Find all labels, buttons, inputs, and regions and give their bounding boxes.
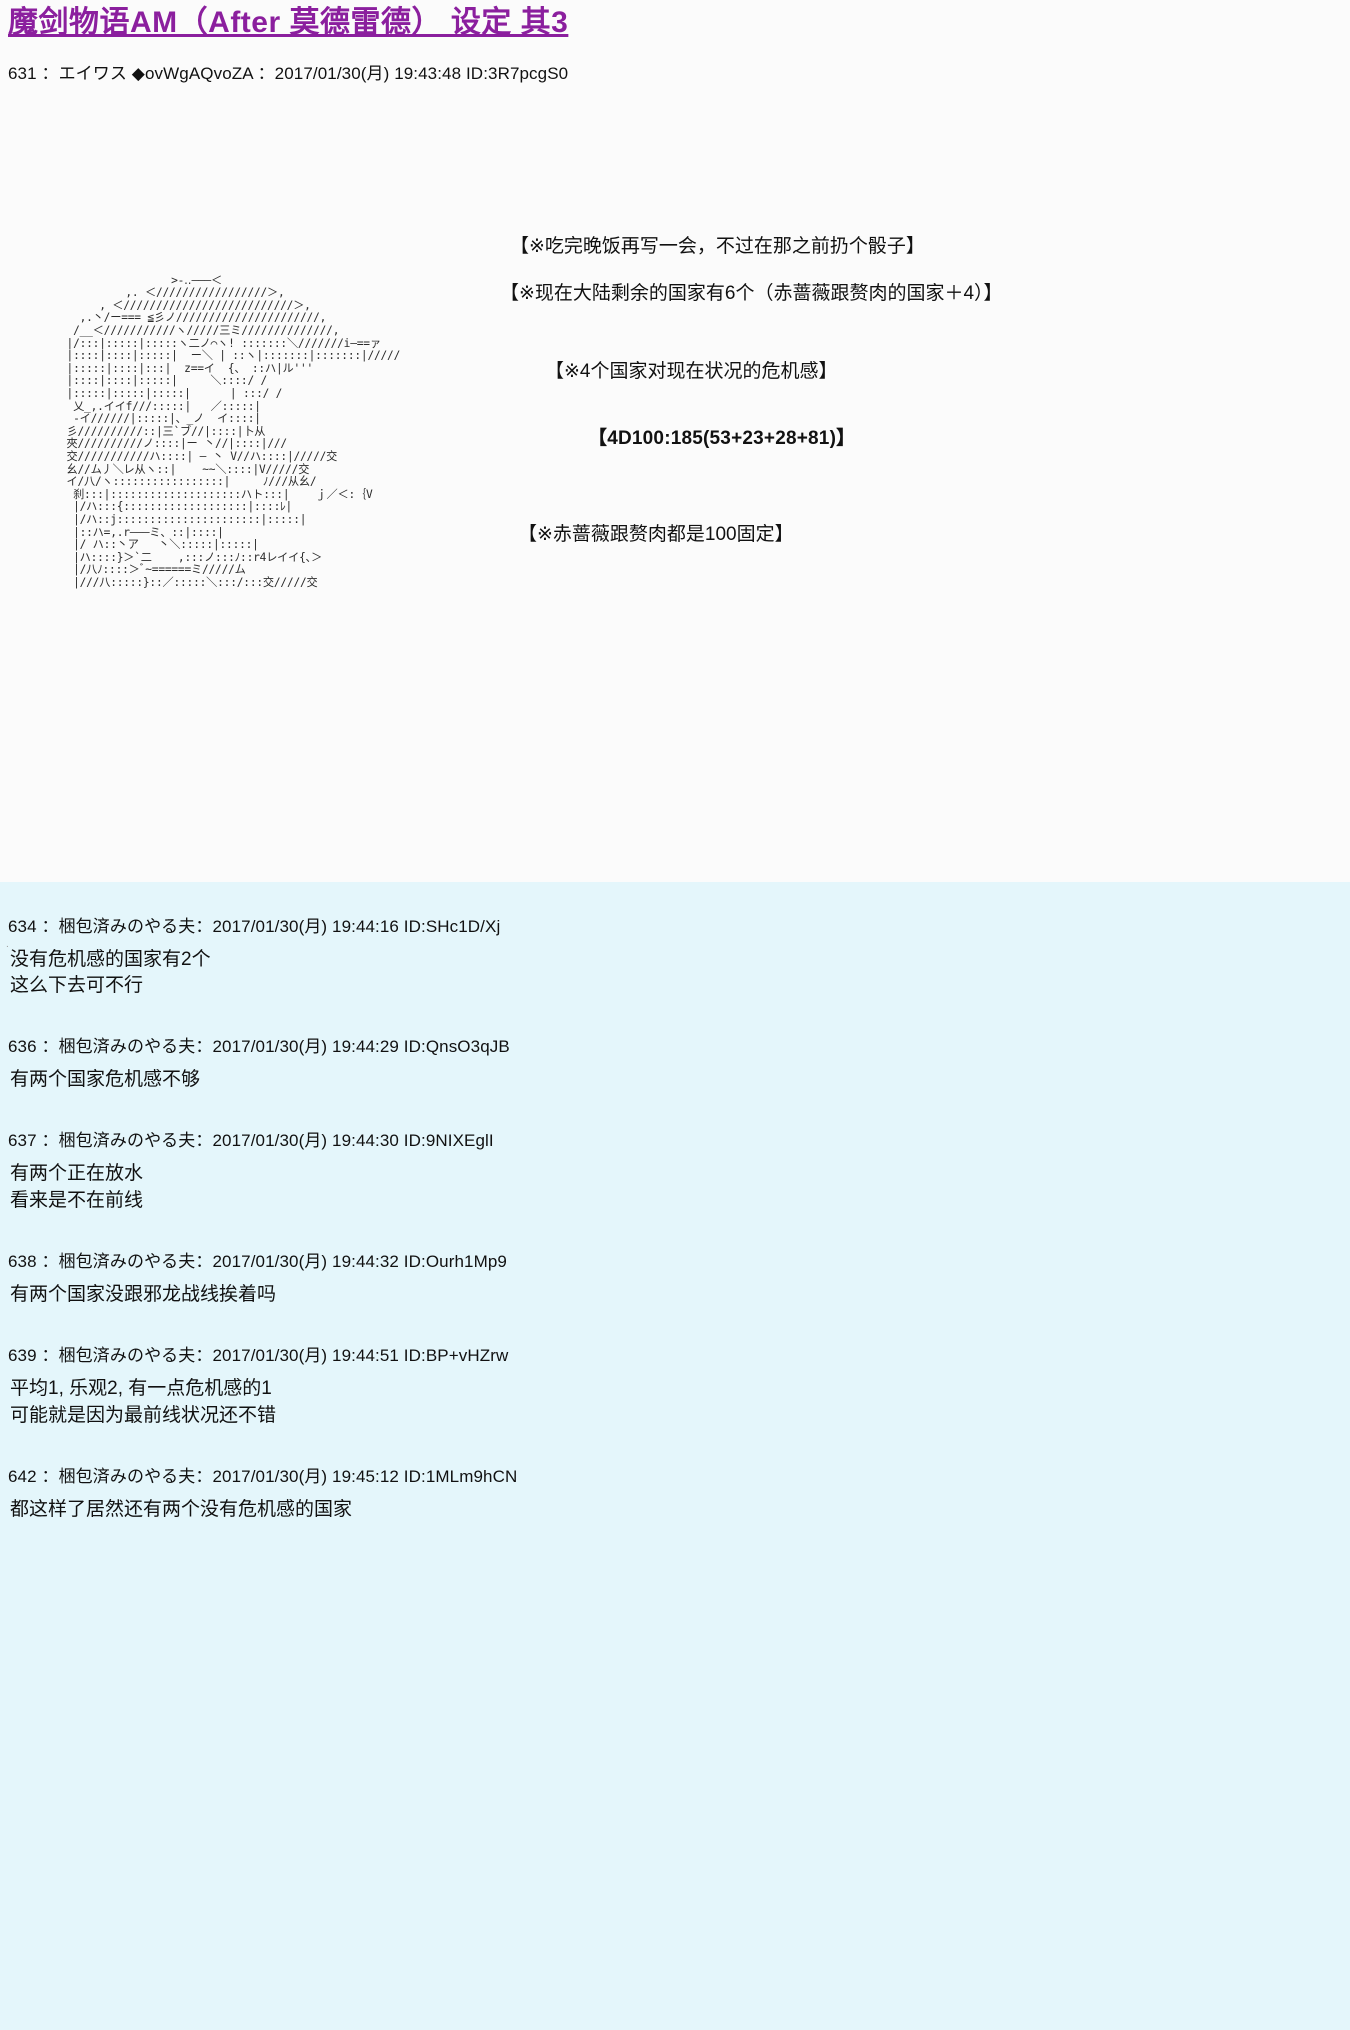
reply-body: 有两个正在放水 看来是不在前线 xyxy=(10,1163,144,1212)
reply-body: 有两个国家危机感不够 xyxy=(10,1069,201,1091)
ascii-art: >‐‥―――＜ ,. ＜/////////////////＞, , ＜/////… xyxy=(66,273,401,589)
reply-body: 没有危机感的国家有2个 这么下去可不行 xyxy=(10,948,211,997)
note-remaining-countries: 【※现在大陆剩余的国家有6个（赤蔷薇跟赘肉的国家＋4）】 xyxy=(500,283,1003,305)
list-item: 642 ：梱包済みのやる夫：2017/01/30(月) 19:45:12 ID:… xyxy=(0,1450,1350,1542)
list-item: 639 ：梱包済みのやる夫：2017/01/30(月) 19:44:51 ID:… xyxy=(0,1329,1350,1448)
note-crisis-awareness: 【※4个国家对现在状况的危机感】 xyxy=(545,360,838,382)
reply-list: 634 ：梱包済みのやる夫：2017/01/30(月) 19:44:16 ID:… xyxy=(0,881,1350,2030)
reply-header: 636 ：梱包済みのやる夫：2017/01/30(月) 19:44:29 ID:… xyxy=(8,1037,510,1057)
main-post-body: >‐‥―――＜ ,. ＜/////////////////＞, , ＜/////… xyxy=(0,84,1350,950)
reply-body: 都这样了居然还有两个没有危机感的国家 xyxy=(10,1499,353,1521)
main-post: 631 ：エイワス ◆ovWgAQvoZA ：2017/01/30(月) 19:… xyxy=(0,44,1350,950)
reply-body: 平均1, 乐观2, 有一点危机感的1 可能就是因为最前线状况还不错 xyxy=(10,1378,277,1427)
thread-title[interactable]: 魔剑物语AM（After 莫德雷德） 设定 其3 xyxy=(8,6,569,39)
reply-header: 642 ：梱包済みのやる夫：2017/01/30(月) 19:45:12 ID:… xyxy=(8,1467,518,1487)
list-item: 636 ：梱包済みのやる夫：2017/01/30(月) 19:44:29 ID:… xyxy=(0,1020,1350,1112)
list-item: 634 ：梱包済みのやる夫：2017/01/30(月) 19:44:16 ID:… xyxy=(0,900,1350,1019)
dice-roll-result: 【4D100:185(53+23+28+81)】 xyxy=(588,428,856,450)
note-fixed-hundred: 【※赤蔷薇跟赘肉都是100固定】 xyxy=(518,524,794,546)
list-item: 637 ：梱包済みのやる夫：2017/01/30(月) 19:44:30 ID:… xyxy=(0,1114,1350,1233)
main-post-header: 631 ：エイワス ◆ovWgAQvoZA ：2017/01/30(月) 19:… xyxy=(8,63,569,83)
reply-header: 634 ：梱包済みのやる夫：2017/01/30(月) 19:44:16 ID:… xyxy=(8,916,501,936)
reply-header: 637 ：梱包済みのやる夫：2017/01/30(月) 19:44:30 ID:… xyxy=(8,1131,494,1151)
note-list: 【※吃完晚饭再写一会，不过在那之前扔个骰子】 【※现在大陆剩余的国家有6个（赤蔷… xyxy=(500,234,1040,574)
reply-body: 有两个国家没跟邪龙战线挨着吗 xyxy=(10,1284,277,1306)
reply-header: 638 ：梱包済みのやる夫：2017/01/30(月) 19:44:32 ID:… xyxy=(8,1252,507,1272)
reply-header: 639 ：梱包済みのやる夫：2017/01/30(月) 19:44:51 ID:… xyxy=(8,1346,509,1366)
tiny-mark: . xyxy=(6,938,9,950)
note-dinner-dice: 【※吃完晚饭再写一会，不过在那之前扔个骰子】 xyxy=(510,235,925,257)
list-item: 638 ：梱包済みのやる夫：2017/01/30(月) 19:44:32 ID:… xyxy=(0,1235,1350,1327)
